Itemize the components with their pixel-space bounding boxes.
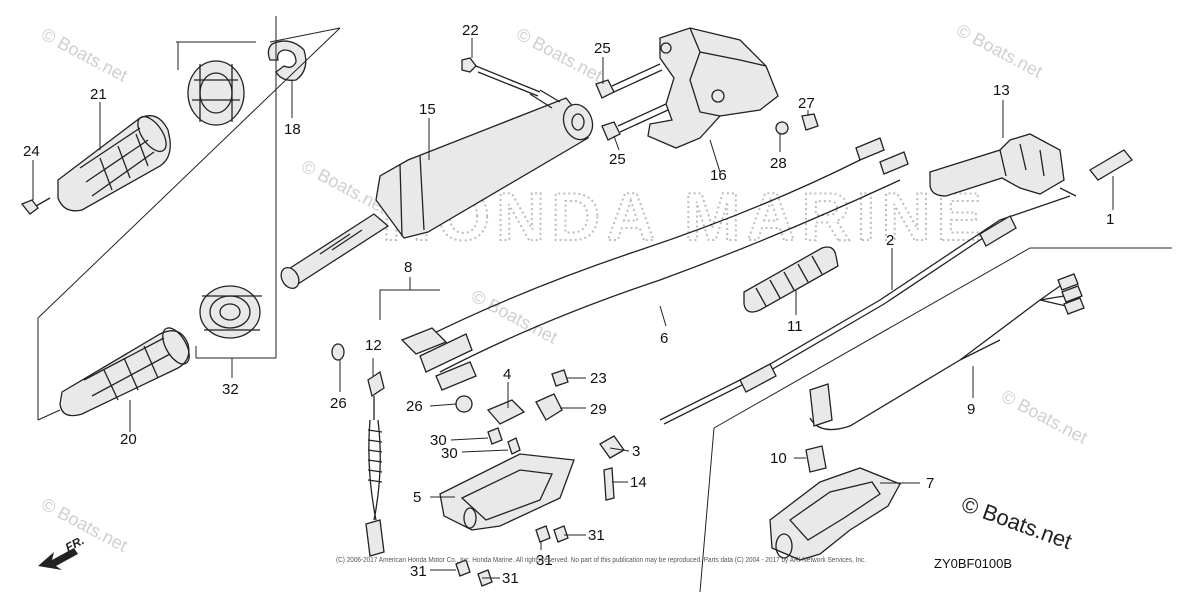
part-18-ring bbox=[267, 40, 307, 81]
part-21-grip bbox=[57, 115, 171, 212]
part-6-cable bbox=[400, 137, 909, 391]
part-1-connector bbox=[1089, 149, 1133, 181]
part-7-cover bbox=[769, 383, 901, 561]
callout-30: 30 bbox=[430, 432, 447, 449]
callout-23: 23 bbox=[590, 370, 607, 387]
callout-28: 28 bbox=[770, 155, 787, 172]
brand-watermark: © Boats.net bbox=[958, 491, 1075, 554]
callout-31: 31 bbox=[410, 563, 427, 580]
watermark-text: © Boats.net bbox=[998, 386, 1091, 448]
callout-1: 1 bbox=[1106, 211, 1114, 228]
callout-31c: 31 bbox=[536, 552, 553, 569]
callout-7: 7 bbox=[926, 475, 934, 492]
callout-8: 8 bbox=[404, 259, 412, 276]
part-28-washer bbox=[775, 121, 789, 135]
callout-25b: 25 bbox=[609, 151, 626, 168]
callout-26: 26 bbox=[330, 395, 347, 412]
callout-20: 20 bbox=[120, 431, 137, 448]
part-11-sleeve bbox=[743, 246, 839, 313]
callout-14: 14 bbox=[630, 474, 647, 491]
watermark-text: © Boats.net bbox=[953, 20, 1046, 82]
leader-lines bbox=[32, 38, 1114, 579]
callout-labels: 1 2 3 4 5 6 7 8 9 10 11 12 13 14 15 16 2… bbox=[23, 22, 1114, 587]
part-22-bolt bbox=[461, 57, 541, 97]
part-15-tiller-handle bbox=[280, 89, 594, 289]
part-16-bracket bbox=[647, 27, 779, 149]
part-3-cap bbox=[599, 435, 625, 459]
part-32-throttle-drum bbox=[199, 285, 262, 339]
part-29-clip bbox=[535, 393, 563, 421]
part-30-screw bbox=[487, 427, 521, 455]
callout-25: 25 bbox=[594, 40, 611, 57]
callout-9: 9 bbox=[967, 401, 975, 418]
part-26-washer bbox=[331, 343, 473, 413]
callout-11: 11 bbox=[787, 318, 803, 335]
part-4-plate bbox=[486, 399, 526, 425]
part-13-switch bbox=[929, 133, 1065, 197]
callout-21: 21 bbox=[90, 86, 107, 103]
callout-26b: 26 bbox=[406, 398, 423, 415]
watermark-text: © Boats.net bbox=[38, 24, 131, 86]
callout-4: 4 bbox=[503, 366, 511, 383]
part-12-lanyard bbox=[365, 370, 385, 557]
callout-15: 15 bbox=[419, 101, 436, 118]
callout-22: 22 bbox=[462, 22, 479, 39]
part-5-case bbox=[439, 453, 575, 531]
callout-2: 2 bbox=[886, 232, 894, 249]
callout-10: 10 bbox=[770, 450, 787, 467]
part-2-throttle-cable bbox=[659, 187, 1077, 425]
copyright-notice: (C) 2006-2017 American Honda Motor Co., … bbox=[336, 557, 866, 564]
callout-13: 13 bbox=[993, 82, 1010, 99]
callout-29: 29 bbox=[590, 401, 607, 418]
part-23-screw bbox=[551, 369, 569, 387]
callout-31d: 31 bbox=[588, 527, 605, 544]
front-label: FR. bbox=[63, 533, 87, 554]
front-direction-marker: FR. bbox=[38, 533, 86, 570]
callout-18: 18 bbox=[284, 121, 301, 138]
watermark-text: © Boats.net bbox=[513, 24, 606, 86]
part-14-pin bbox=[603, 467, 615, 501]
callout-5: 5 bbox=[413, 489, 421, 506]
part-25-bolt bbox=[595, 63, 669, 141]
callout-3: 3 bbox=[632, 443, 640, 460]
watermark-text: © Boats.net bbox=[298, 156, 391, 218]
callout-32: 32 bbox=[222, 381, 239, 398]
callout-31b: 31 bbox=[502, 570, 519, 587]
part-10-grommet bbox=[805, 445, 827, 473]
part-27-nut bbox=[801, 113, 819, 131]
callout-6: 6 bbox=[660, 330, 668, 347]
watermark-text: © Boats.net bbox=[468, 286, 561, 348]
diagram-code: ZY0BF0100B bbox=[934, 556, 1012, 571]
part-bushing bbox=[187, 60, 245, 126]
front-arrow-icon bbox=[38, 548, 78, 570]
part-24-screw bbox=[20, 197, 51, 215]
callout-12: 12 bbox=[365, 337, 382, 354]
callout-16: 16 bbox=[710, 167, 727, 184]
callout-24: 24 bbox=[23, 143, 40, 160]
part-20-grip bbox=[59, 327, 190, 417]
callout-30b: 30 bbox=[441, 445, 458, 462]
part-9-harness bbox=[809, 273, 1085, 431]
callout-27: 27 bbox=[798, 95, 815, 112]
